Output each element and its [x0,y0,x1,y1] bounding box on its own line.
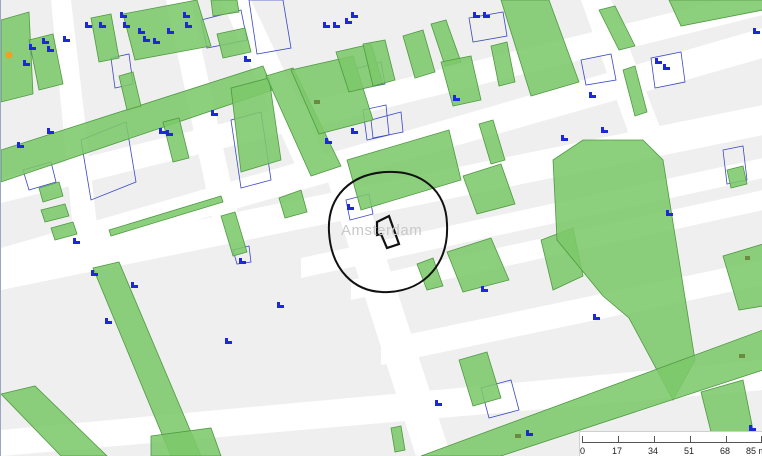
scale-label-0: 0 [580,446,586,456]
poi-marker-icon[interactable] [211,110,218,116]
scale-label-17: 17 [612,446,623,456]
poi-marker-icon[interactable] [473,12,480,18]
scale-tick [582,436,583,443]
poi-marker-icon[interactable] [239,258,246,264]
poi-marker-icon[interactable] [753,28,760,34]
misc-markers [5,51,750,438]
poi-marker-icon[interactable] [655,58,662,64]
poi-marker-icon[interactable] [561,135,568,141]
poi-marker-icon[interactable] [183,12,190,18]
scale-label-51: 51 [684,446,695,456]
poi-marker-icon[interactable] [345,18,352,24]
poi-marker-icon[interactable] [453,95,460,101]
poi-marker-icon[interactable] [73,238,80,244]
scale-tick [618,436,619,443]
poi-marker-icon[interactable] [23,60,30,66]
scale-label-85: 85 m [746,446,762,456]
search-radius-circle[interactable] [327,170,449,294]
poi-marker-icon[interactable] [483,12,490,18]
poi-marker-icon[interactable] [323,22,330,28]
poi-marker-icon[interactable] [589,92,596,98]
poi-marker-icon[interactable] [167,28,174,34]
poi-marker-icon[interactable] [99,22,106,28]
poi-layer [17,12,760,436]
poi-marker-icon[interactable] [143,36,150,42]
selected-building-outline[interactable] [375,214,401,250]
poi-marker-icon[interactable] [17,142,24,148]
poi-marker-icon[interactable] [225,338,232,344]
poi-marker-icon[interactable] [91,270,98,276]
poi-marker-icon[interactable] [666,210,673,216]
poi-marker-icon[interactable] [153,38,160,44]
poi-marker-icon[interactable] [47,46,54,52]
poi-marker-icon[interactable] [593,314,600,320]
poi-marker-icon[interactable] [333,22,340,28]
poi-marker-icon[interactable] [63,36,70,42]
scale-tick [690,436,691,443]
poi-marker-icon[interactable] [325,138,332,144]
poi-marker-icon[interactable] [435,400,442,406]
scale-tick [654,436,655,443]
place-label: Amsterdam [341,222,423,239]
poi-marker-icon[interactable] [244,56,251,62]
poi-marker-icon[interactable] [85,22,92,28]
poi-marker-icon[interactable] [526,430,533,436]
poi-marker-icon[interactable] [347,204,354,210]
poi-marker-icon[interactable] [749,425,756,431]
poi-marker-icon[interactable] [47,128,54,134]
poi-marker-icon[interactable] [138,28,145,34]
poi-marker-icon[interactable] [277,302,284,308]
poi-marker-icon[interactable] [159,128,166,134]
poi-marker-icon[interactable] [481,286,488,292]
poi-marker-icon[interactable] [29,44,36,50]
poi-marker-icon[interactable] [601,127,608,133]
poi-marker-icon[interactable] [185,22,192,28]
poi-marker-icon[interactable] [105,318,112,324]
scale-bar: 0 17 34 51 68 85 m [579,431,762,456]
poi-marker-icon[interactable] [166,130,173,136]
scale-bar-line [582,442,762,443]
scale-label-68: 68 [720,446,731,456]
scale-label-34: 34 [648,446,659,456]
poi-marker-icon[interactable] [131,282,138,288]
poi-marker-icon[interactable] [42,38,49,44]
poi-marker-icon[interactable] [123,22,130,28]
poi-marker-icon[interactable] [120,12,127,18]
scale-tick [726,436,727,443]
poi-marker-icon[interactable] [351,12,358,18]
poi-marker-icon[interactable] [351,128,358,134]
poi-marker-icon[interactable] [663,64,670,70]
